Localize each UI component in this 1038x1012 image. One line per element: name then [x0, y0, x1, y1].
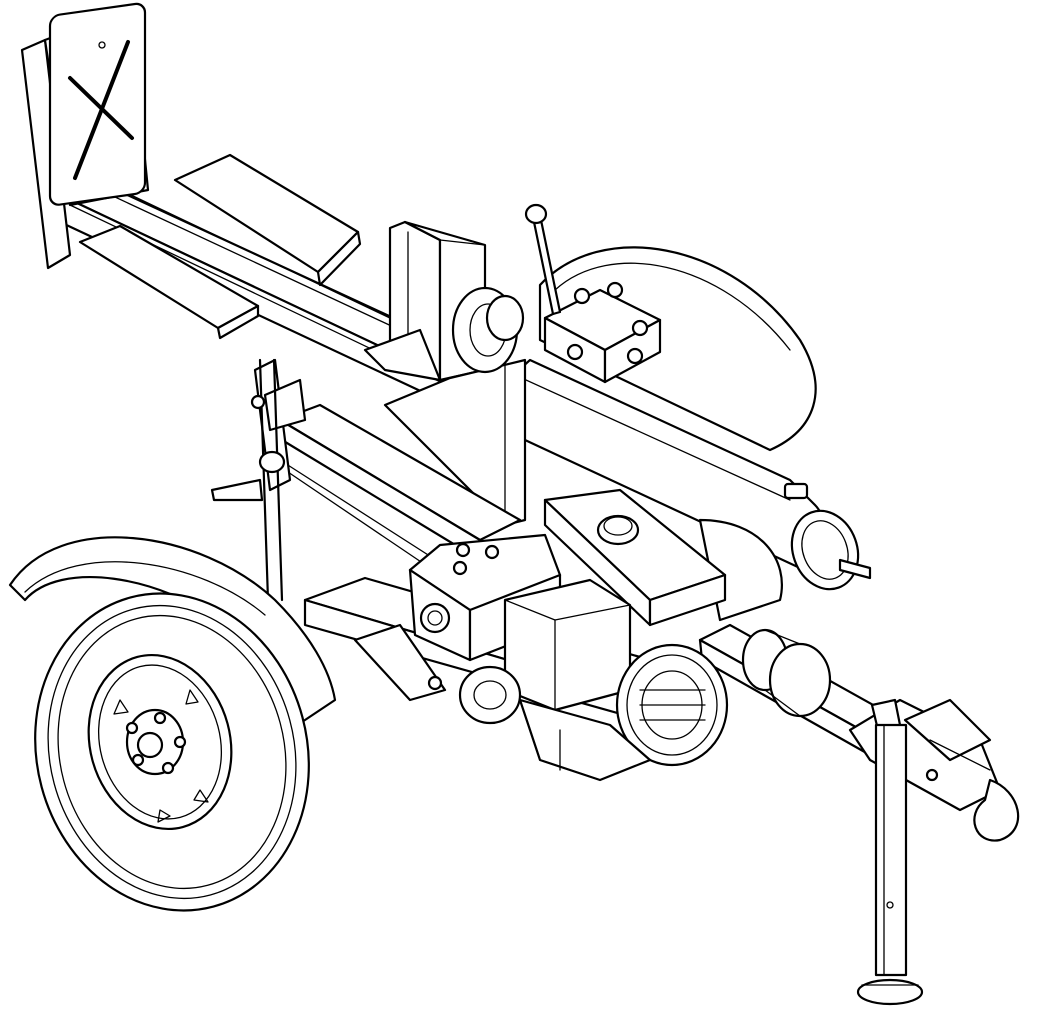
control-lever — [524, 203, 562, 316]
log-cradle — [78, 153, 362, 340]
cylinder-end-cap — [451, 286, 525, 374]
hydraulic-pump — [353, 623, 522, 725]
fender — [8, 536, 337, 732]
hydraulic-cylinder — [509, 358, 872, 591]
return-filter — [741, 628, 832, 718]
gas-engine — [408, 488, 729, 782]
beam-lock-handle — [210, 358, 286, 602]
wedge-plate — [20, 2, 150, 270]
control-valve — [543, 281, 662, 384]
wheel — [34, 592, 310, 912]
jack-stand — [856, 698, 924, 1006]
